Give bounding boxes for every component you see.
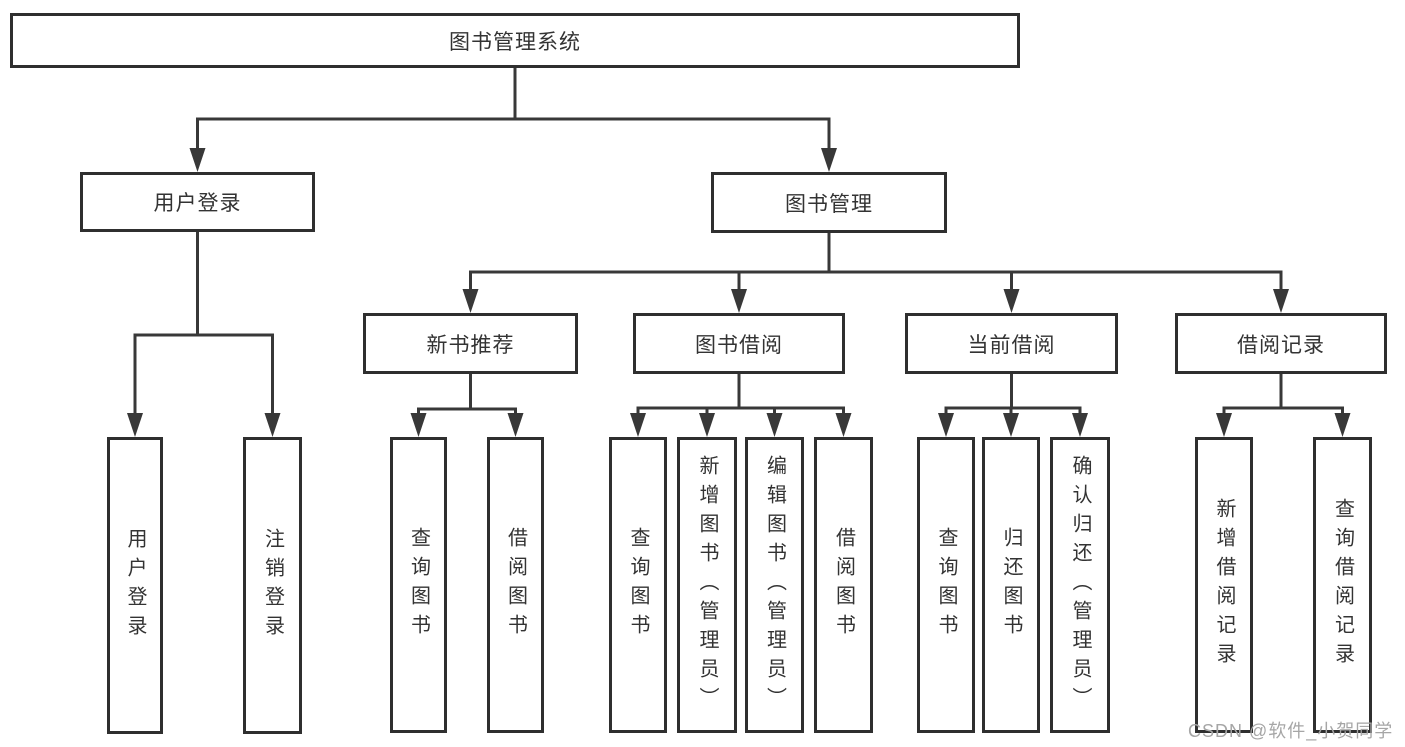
node-label: 归还图书 — [1000, 527, 1022, 643]
node-root: 图书管理系统 — [10, 13, 1020, 68]
node-leaf-query-book-2: 查询图书 — [609, 437, 667, 733]
node-label: 确认归还（管理员） — [1069, 454, 1091, 716]
node-leaf-query-book-3: 查询图书 — [917, 437, 975, 733]
node-leaf-borrow-book-2: 借阅图书 — [814, 437, 873, 733]
arrowhead-down-icon — [1334, 413, 1351, 437]
node-label: 新书推荐 — [426, 333, 515, 357]
arrowhead-down-icon — [938, 413, 954, 437]
arrowhead-down-icon — [1273, 289, 1289, 313]
arrowhead-down-icon — [731, 289, 747, 313]
arrowhead-down-icon — [127, 413, 143, 437]
node-label: 注销登录 — [261, 527, 284, 644]
node-label: 新增图书（管理员） — [696, 454, 718, 716]
node-leaf-add-borrow-record: 新增借阅记录 — [1195, 437, 1253, 733]
node-leaf-borrow-book-1: 借阅图书 — [487, 437, 544, 733]
node-book-management: 图书管理 — [711, 172, 947, 233]
node-label: 查询借阅记录 — [1331, 498, 1354, 672]
node-label: 新增借阅记录 — [1213, 498, 1235, 672]
arrowhead-down-icon — [1003, 289, 1020, 313]
node-leaf-user-login: 用户登录 — [107, 437, 163, 734]
node-current-borrow: 当前借阅 — [905, 313, 1118, 374]
arrowhead-down-icon — [821, 148, 837, 172]
node-label: 借阅记录 — [1237, 333, 1325, 357]
node-new-book-recommend: 新书推荐 — [363, 313, 578, 374]
node-leaf-confirm-return-admin: 确认归还（管理员） — [1050, 437, 1110, 733]
node-label: 借阅图书 — [832, 527, 855, 643]
node-label: 用户登录 — [153, 192, 242, 215]
node-label: 图书管理系统 — [449, 30, 581, 54]
arrowhead-down-icon — [630, 413, 646, 437]
node-label: 用户登录 — [124, 527, 146, 644]
arrowhead-down-icon — [1003, 413, 1019, 437]
arrowhead-down-icon — [1072, 413, 1088, 437]
arrowhead-down-icon — [410, 413, 427, 437]
node-borrow-records: 借阅记录 — [1175, 313, 1387, 374]
node-label: 图书借阅 — [695, 333, 783, 357]
node-leaf-query-borrow-record: 查询借阅记录 — [1313, 437, 1372, 733]
arrowhead-down-icon — [189, 148, 206, 172]
watermark: CSDN @软件_小贺同学 — [1188, 721, 1394, 741]
arrowhead-down-icon — [507, 413, 524, 437]
node-label: 图书管理 — [785, 192, 873, 216]
node-label: 借阅图书 — [504, 527, 527, 643]
node-label: 当前借阅 — [967, 333, 1056, 357]
node-label: 编辑图书（管理员） — [763, 454, 786, 716]
node-label: 查询图书 — [407, 527, 430, 643]
arrowhead-down-icon — [699, 413, 715, 437]
node-leaf-query-book-1: 查询图书 — [390, 437, 447, 733]
node-leaf-logout: 注销登录 — [243, 437, 302, 734]
arrowhead-down-icon — [462, 289, 479, 313]
node-user-login: 用户登录 — [80, 172, 315, 232]
node-book-borrow: 图书借阅 — [633, 313, 845, 374]
arrowhead-down-icon — [766, 413, 783, 437]
node-leaf-edit-book-admin: 编辑图书（管理员） — [745, 437, 804, 733]
arrowhead-down-icon — [264, 413, 281, 437]
arrowhead-down-icon — [835, 413, 852, 437]
node-leaf-return-book: 归还图书 — [982, 437, 1040, 733]
node-label: 查询图书 — [627, 527, 649, 643]
arrowhead-down-icon — [1216, 413, 1232, 437]
node-label: 查询图书 — [935, 527, 957, 643]
node-leaf-add-book-admin: 新增图书（管理员） — [677, 437, 737, 733]
